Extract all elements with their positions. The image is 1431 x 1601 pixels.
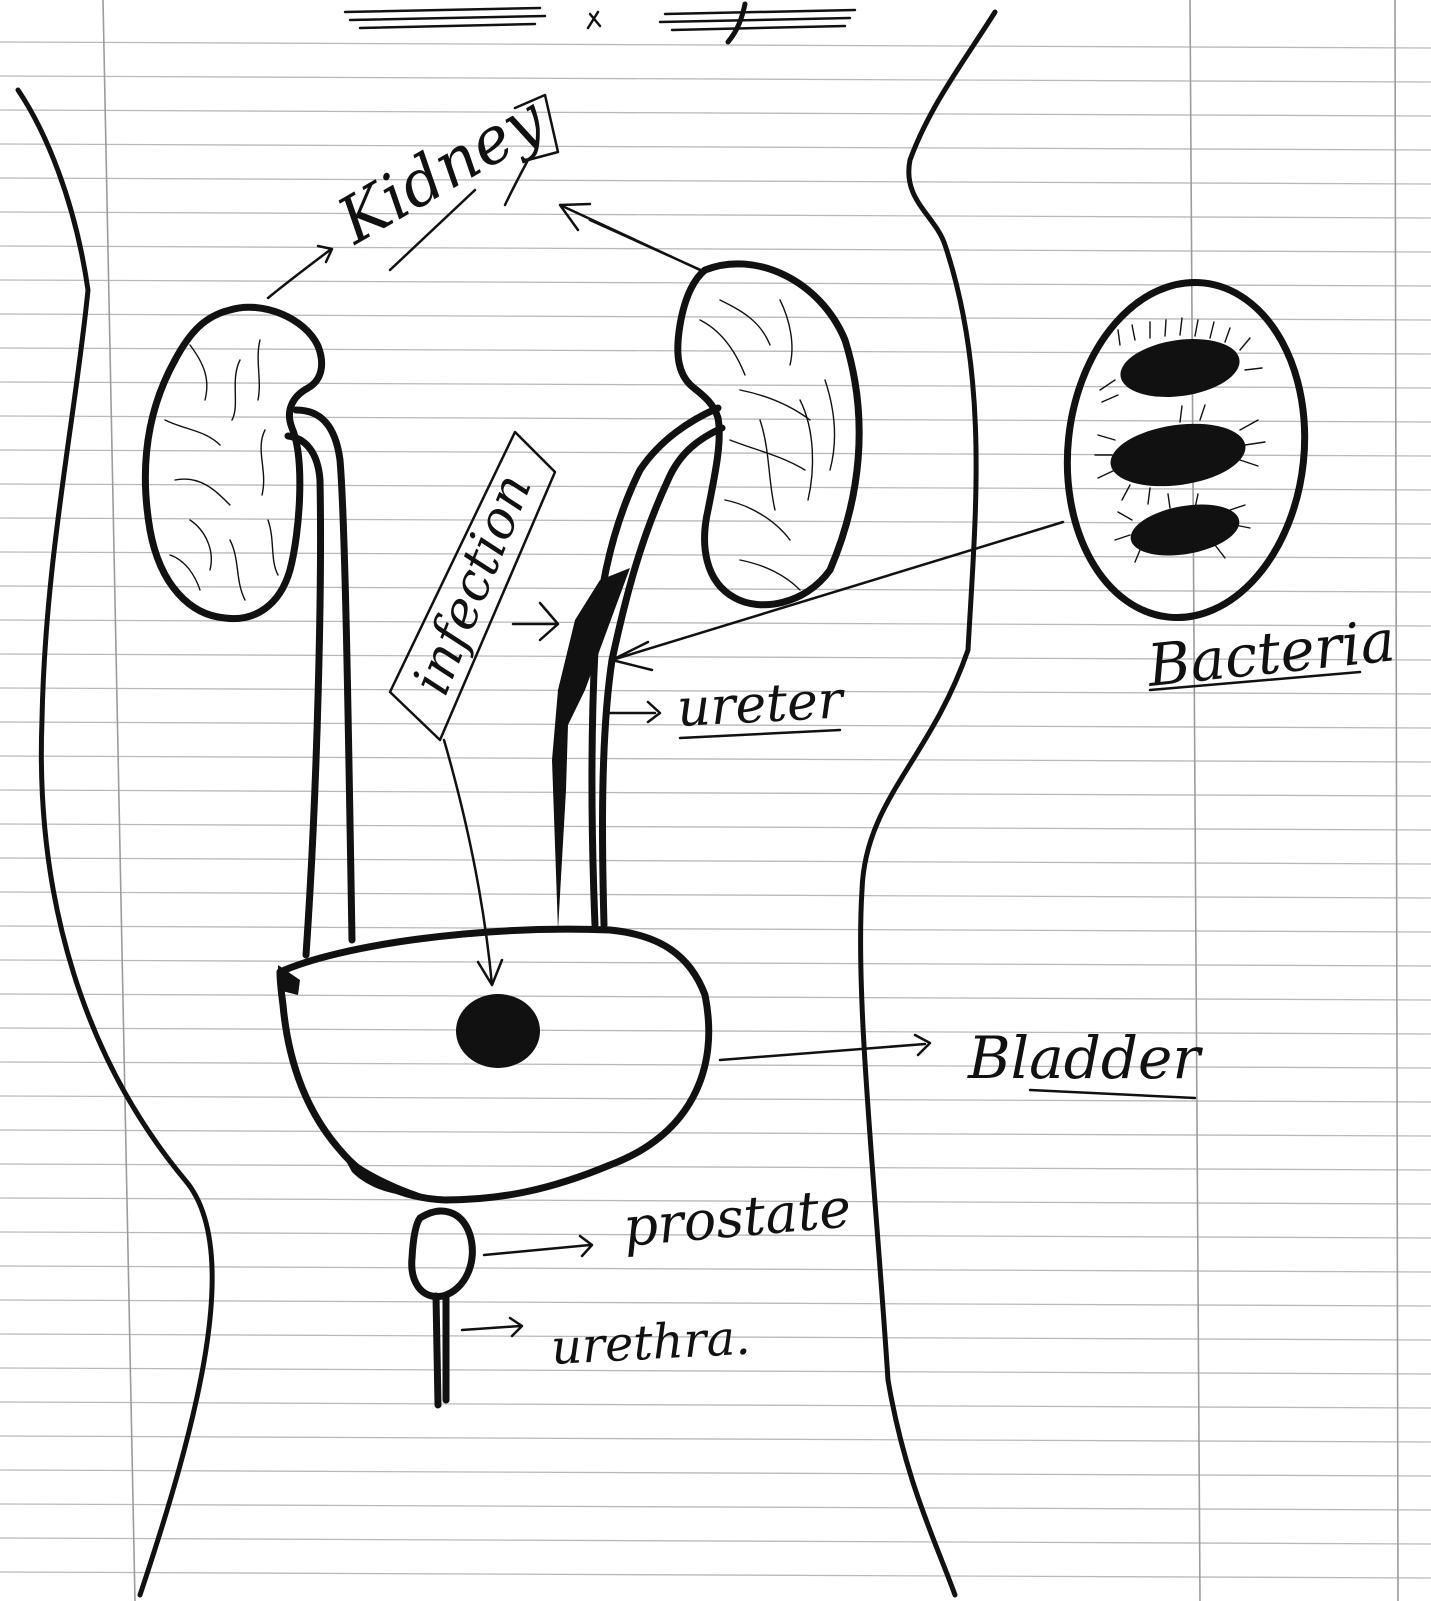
ruled-line	[0, 926, 1431, 932]
ruled-line	[0, 790, 1431, 796]
ruled-line	[0, 1572, 1431, 1578]
ruled-line	[0, 178, 1431, 184]
ruled-line	[0, 1436, 1431, 1442]
ruled-line	[0, 858, 1431, 864]
ruled-line	[0, 1266, 1431, 1272]
ruled-line	[0, 1164, 1431, 1170]
ruled-line	[0, 144, 1431, 150]
ruled-line	[0, 42, 1431, 48]
prostate-label: prostate	[621, 1176, 854, 1259]
bacterium	[1115, 494, 1250, 563]
prostate	[412, 1211, 473, 1296]
ruled-line	[0, 552, 1431, 558]
ruled-line	[0, 110, 1431, 116]
ruled-line	[0, 1368, 1431, 1374]
ruled-line	[0, 212, 1431, 218]
ruled-line	[0, 246, 1431, 252]
bacterium	[1100, 318, 1262, 404]
ruled-line	[0, 1096, 1431, 1102]
ruled-line	[0, 1130, 1431, 1136]
ruled-line	[0, 76, 1431, 82]
ruled-line	[0, 586, 1431, 592]
urethra-label: urethra.	[550, 1310, 752, 1376]
infection-label: infection	[401, 466, 543, 703]
ruled-line	[0, 1062, 1431, 1068]
urethra	[436, 1296, 446, 1405]
ruled-line	[0, 824, 1431, 830]
ruled-line	[0, 1402, 1431, 1408]
top-scribble	[345, 4, 855, 42]
ruled-line	[0, 1538, 1431, 1544]
ruled-line	[0, 994, 1431, 1000]
ruled-line	[0, 1470, 1431, 1476]
ruled-line	[0, 892, 1431, 898]
bladder-label: Bladder	[967, 1024, 1203, 1092]
ruled-line	[0, 1028, 1431, 1034]
ruled-line	[0, 1300, 1431, 1306]
left-kidney	[145, 307, 321, 618]
ruled-line	[0, 756, 1431, 762]
infection-spot	[456, 994, 540, 1068]
ruled-line	[0, 1504, 1431, 1510]
ruled-line	[0, 960, 1431, 966]
ureter-label: ureter	[676, 670, 848, 739]
bacteria-inset	[1051, 271, 1321, 630]
